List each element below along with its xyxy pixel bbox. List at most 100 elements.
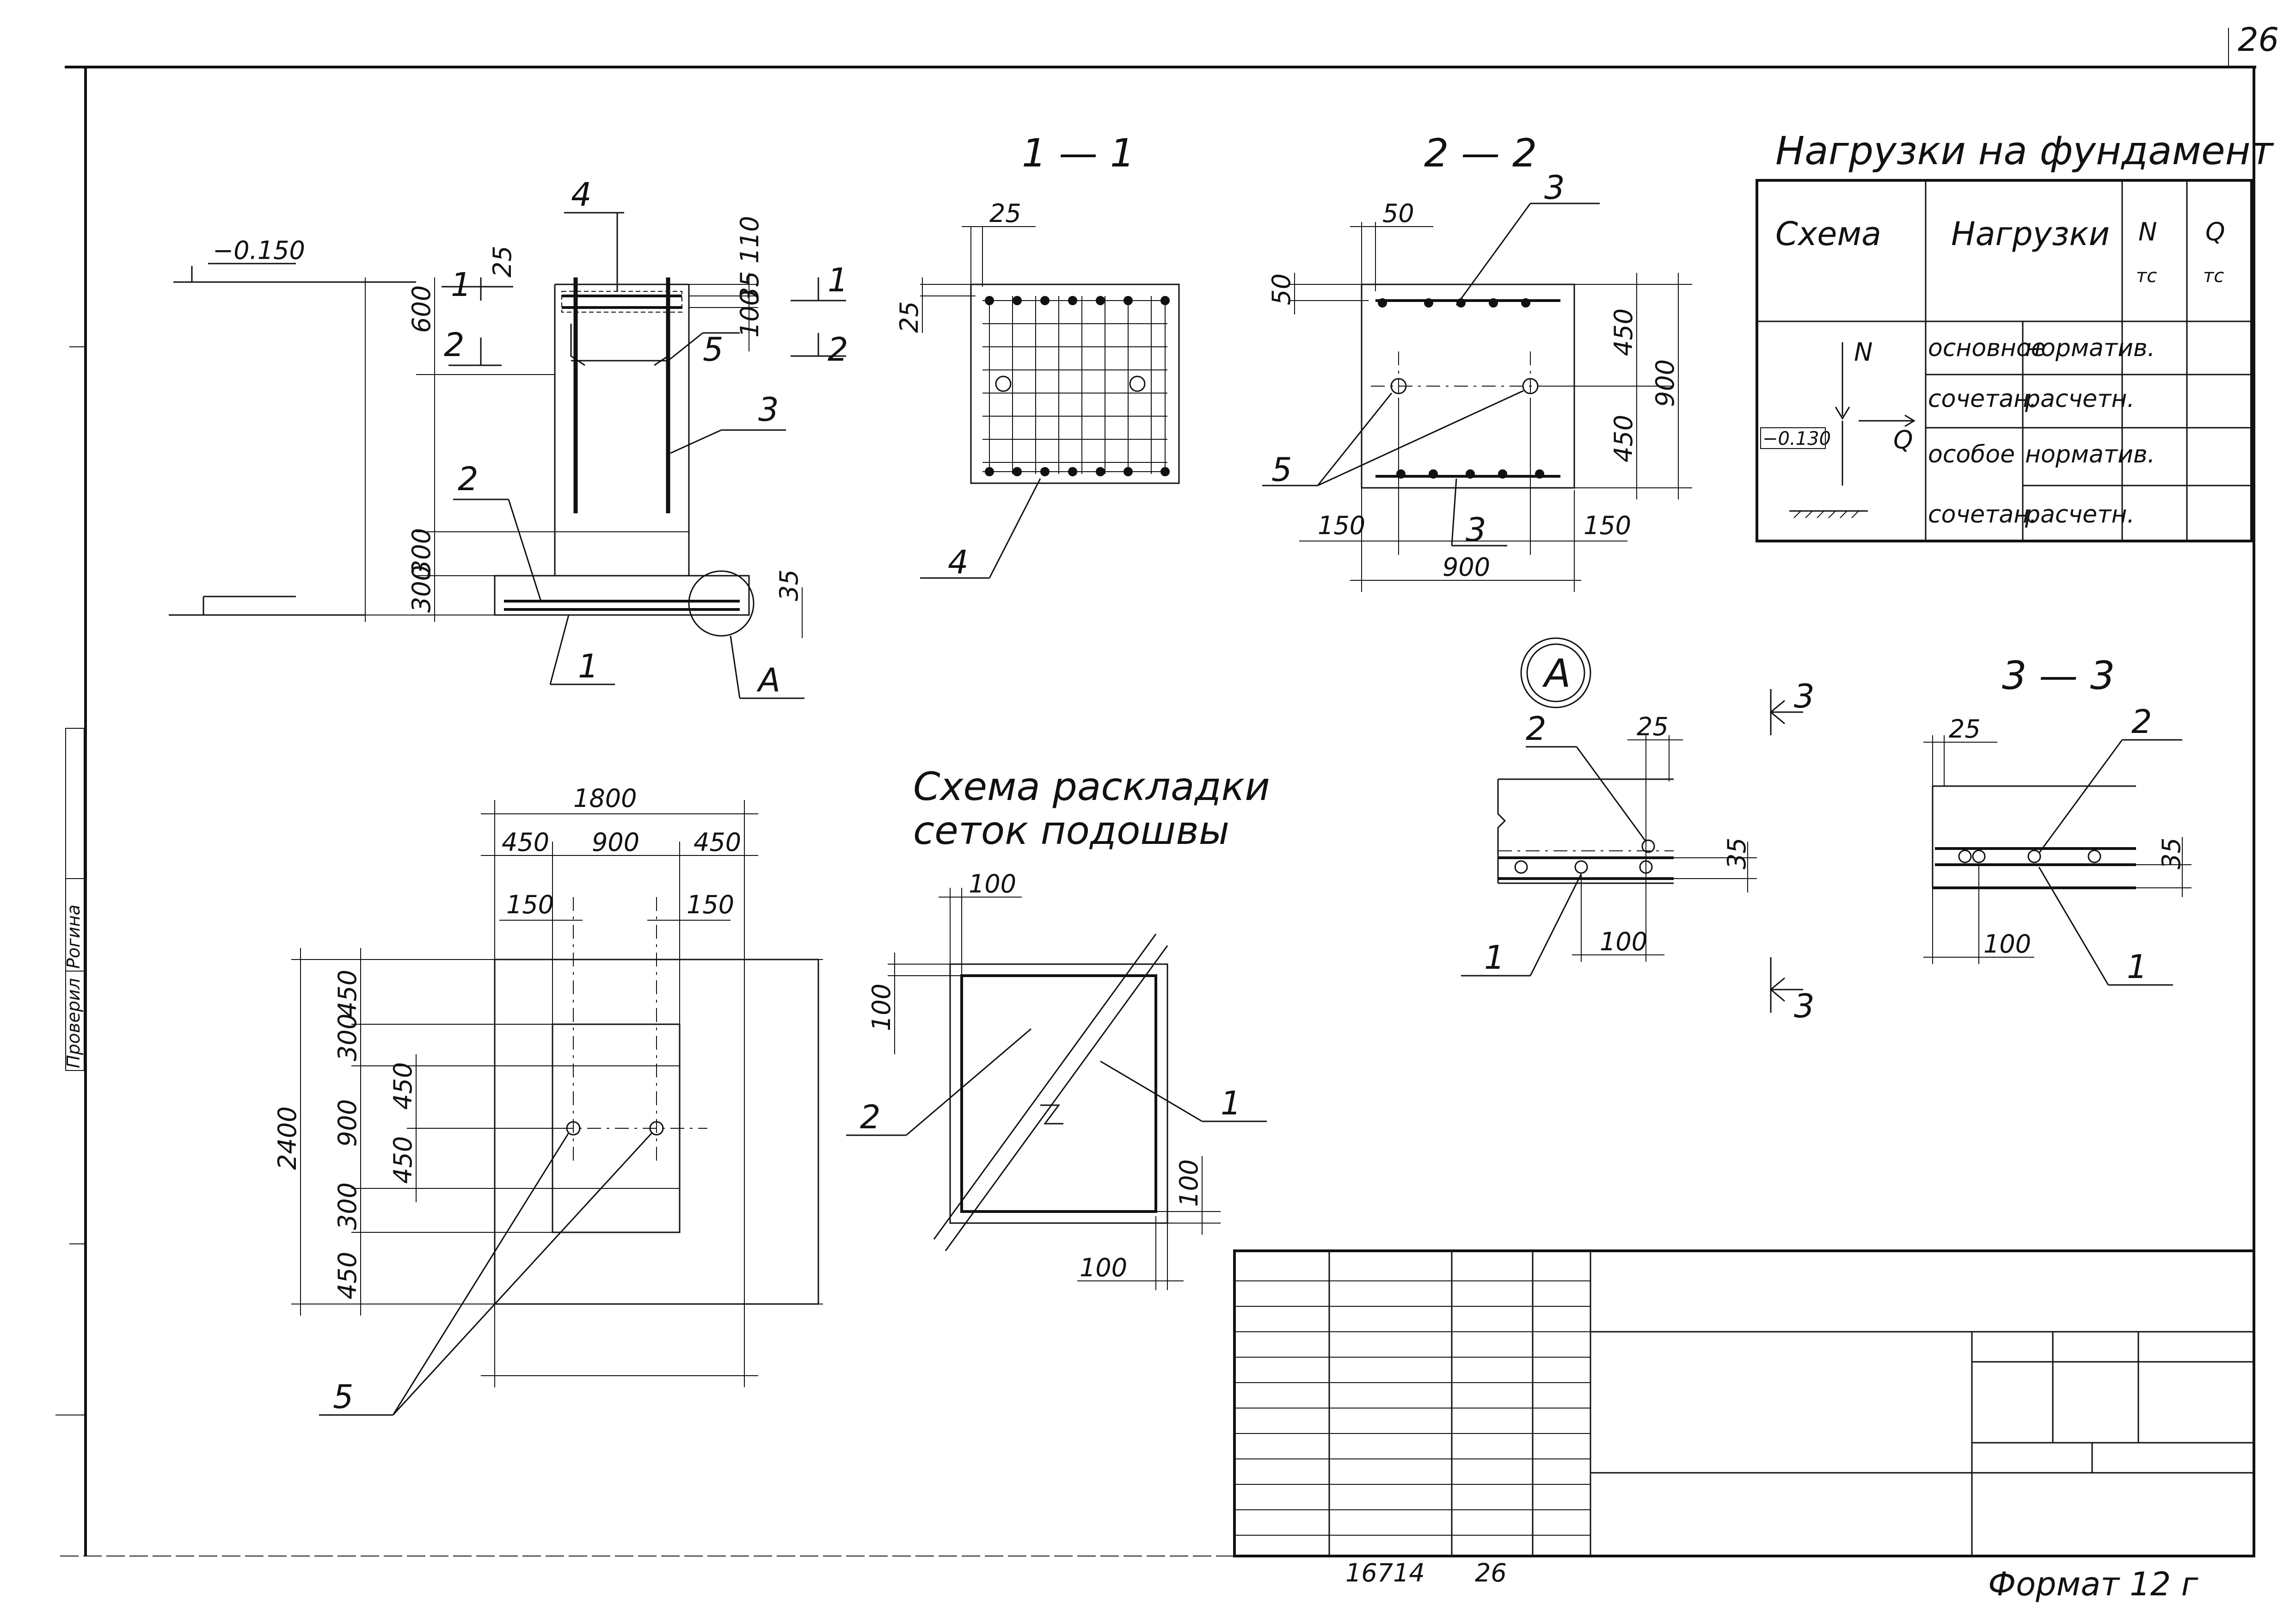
- plan-dim-2400: 2400: [273, 1107, 302, 1170]
- detailA-dim-25: 25: [1637, 712, 1669, 741]
- plan-dim-left-300a: 300: [333, 1014, 362, 1061]
- cut-3-top: 3: [1794, 677, 1815, 715]
- plan-dim-450a: 450: [502, 828, 549, 857]
- mark-4: 4: [571, 176, 592, 214]
- dim-100: 100: [735, 290, 764, 338]
- mark-A: A: [756, 661, 780, 699]
- s33-dim-35: 35: [2157, 837, 2186, 869]
- plan-dim-150a: 150: [506, 890, 554, 919]
- s22-mark-3-top: 3: [1544, 169, 1565, 207]
- loads-row-type3: норматив.: [2025, 441, 2155, 468]
- mark-3: 3: [758, 391, 779, 429]
- stamp-checked-label: Проверил: [63, 978, 84, 1068]
- loads-header-N: N: [2138, 217, 2157, 246]
- plan-dim-1800: 1800: [573, 784, 637, 813]
- section-1-1: 1 — 1: [895, 130, 1180, 581]
- s22-mark-3-bottom: 3: [1466, 511, 1486, 549]
- loads-header-loads: Нагрузки: [1951, 215, 2110, 253]
- s22-dim-50-left: 50: [1267, 273, 1296, 305]
- s11-mark-4: 4: [948, 543, 969, 581]
- mesh-mark-1: 1: [1221, 1084, 1241, 1122]
- loads-row-group1-b: сочетан.: [1928, 385, 2037, 413]
- mesh-scheme-title-2: сеток подошвы: [913, 808, 1229, 853]
- s11-dim-25-top: 25: [989, 199, 1021, 228]
- format-label: Формат 12 г: [1988, 1565, 2199, 1603]
- mark-1: 1: [578, 647, 599, 685]
- plan-dim-left-450d: 450: [333, 1252, 362, 1299]
- loads-row-type1: норматив.: [2025, 334, 2155, 362]
- section-2-2-title: 2 — 2: [1424, 130, 1537, 176]
- doc-code: 16714: [1345, 1558, 1425, 1587]
- loads-table-title: Нагрузки на фундамент: [1775, 128, 2274, 173]
- dim-110: 110: [735, 216, 764, 264]
- detail-A: A 25 35 100 2 1: [1461, 637, 1757, 977]
- mark-2: 2: [458, 460, 479, 498]
- loads-schema-Q: Q: [1893, 425, 1913, 455]
- s22-dim-900h: 900: [1443, 553, 1490, 582]
- plan-dim-left-900: 900: [333, 1099, 362, 1147]
- mesh-mark-2: 2: [860, 1098, 881, 1136]
- detailA-dim-100: 100: [1600, 927, 1647, 956]
- mesh-scheme-title-1: Схема раскладки: [913, 764, 1270, 809]
- plan-dim-left-450a: 450: [333, 970, 362, 1017]
- s33-dim-100: 100: [1983, 929, 2031, 959]
- section-1-1-title: 1 — 1: [1022, 130, 1135, 176]
- dim-300b: 300: [407, 565, 436, 613]
- plan-dim-900: 900: [592, 828, 639, 857]
- plan-dim-left-300b: 300: [333, 1182, 362, 1230]
- s22-dim-150-left: 150: [1318, 511, 1365, 540]
- mesh-dim-100-left: 100: [867, 984, 896, 1031]
- s33-mark-2: 2: [2131, 703, 2152, 741]
- sheet-frame: 26: [55, 21, 2279, 1556]
- detailA-dim-35: 35: [1722, 837, 1751, 869]
- plan-dim-150b: 150: [687, 890, 734, 919]
- loads-row-group1-a: основное: [1928, 334, 2046, 362]
- cut-3-bottom: 3: [1794, 987, 1815, 1025]
- s11-dim-25-left: 25: [895, 301, 924, 333]
- side-stamp: Проверил Рогина: [63, 728, 85, 1071]
- s22-dim-900v: 900: [1651, 359, 1680, 407]
- stamp-name-label: Рогина: [63, 904, 84, 969]
- loads-header-Q-unit: тс: [2203, 265, 2224, 287]
- loads-row-type4: расчетн.: [2025, 501, 2135, 529]
- s22-mark-5: 5: [1271, 451, 1292, 489]
- cut-mark-1-right: 1: [828, 261, 848, 299]
- section-2-2: 2 — 2 50 50 450 450 900: [1262, 130, 1692, 592]
- cut-mark-2-left: 2: [444, 326, 465, 364]
- plan-dim-450b: 450: [694, 828, 741, 857]
- plan-dim-left-450b: 450: [388, 1062, 417, 1110]
- loads-table: Нагрузки на фундамент Схема Нагрузки N т…: [1756, 128, 2274, 542]
- level-top-label: −0.150: [213, 236, 305, 265]
- mesh-dim-100-bottom: 100: [1080, 1253, 1127, 1282]
- sheet-number: 26: [1475, 1558, 1507, 1587]
- s22-dim-450a: 450: [1609, 308, 1638, 356]
- cut-mark-1-left: 1: [451, 266, 472, 304]
- title-block: 16714 26 Формат 12 г: [1233, 1249, 2255, 1603]
- dim-35-top: 35: [735, 271, 764, 303]
- loads-header-Q: Q: [2205, 217, 2225, 246]
- section-3-3-title: 3 — 3: [2002, 653, 2115, 698]
- plan-view: 1800 450 900 450 150 150 2400 450 300 90…: [273, 784, 823, 1416]
- plan-dim-left-450c: 450: [388, 1136, 417, 1184]
- page-number: 26: [2238, 21, 2279, 59]
- dim-600: 600: [407, 285, 436, 333]
- loads-row-group2-b: сочетан.: [1928, 501, 2037, 529]
- detailA-mark-1: 1: [1484, 939, 1505, 977]
- s22-dim-50-top: 50: [1382, 199, 1414, 228]
- dim-300a: 300: [407, 528, 436, 576]
- loads-schema-level: −0.130: [1762, 428, 1831, 449]
- loads-header-N-unit: тс: [2136, 265, 2157, 287]
- loads-schema-N: N: [1854, 338, 1872, 367]
- mesh-dim-100-right: 100: [1174, 1159, 1203, 1207]
- detail-A-label: A: [1542, 651, 1571, 696]
- dim-35-base: 35: [774, 569, 804, 601]
- mesh-scheme: Схема раскладки сеток подошвы 100 100 10…: [846, 764, 1270, 1290]
- s22-dim-150-right: 150: [1584, 511, 1631, 540]
- loads-header-schema: Схема: [1775, 215, 1881, 253]
- mark-5: 5: [703, 331, 724, 369]
- loads-row-group2-a: особое: [1928, 441, 2015, 468]
- elevation-view: −0.150 600 300 300 110 35 100 35 25 1 2: [169, 176, 848, 699]
- loads-row-type2: расчетн.: [2025, 385, 2135, 413]
- section-3-3: 3 3 3 — 3 25 35 100 2 1: [1769, 653, 2192, 1025]
- dim-25: 25: [488, 246, 517, 277]
